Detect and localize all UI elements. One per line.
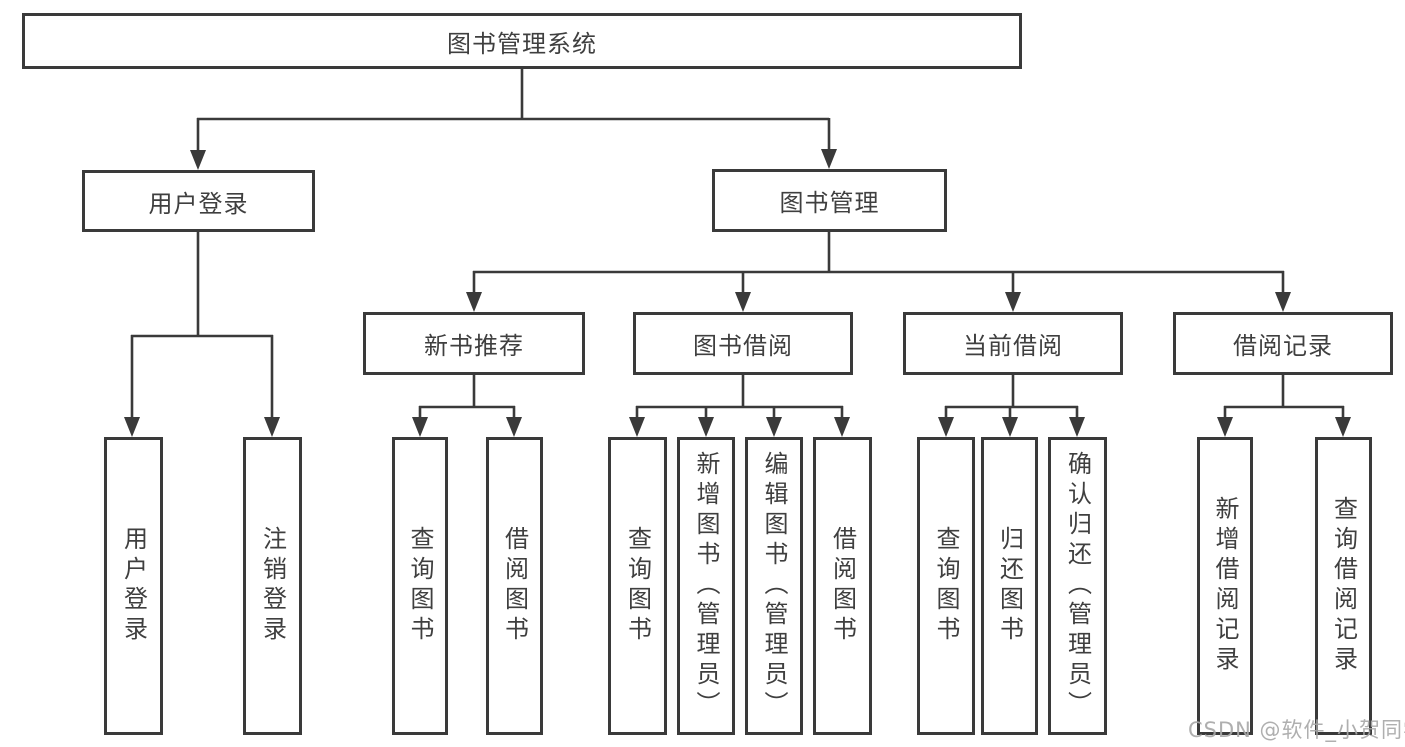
node-label: 借阅图书 — [500, 526, 529, 646]
node-label: 确认归还（管理员） — [1063, 451, 1092, 721]
node-leaf-query-book-2: 查询图书 — [608, 437, 667, 735]
node-book-borrow: 图书借阅 — [633, 312, 853, 375]
node-label: 借阅记录 — [1233, 332, 1333, 360]
arrowheads — [124, 149, 1351, 437]
node-leaf-borrow-book-1: 借阅图书 — [486, 437, 543, 735]
node-leaf-return-book: 归还图书 — [981, 437, 1038, 735]
node-label: 编辑图书（管理员） — [760, 451, 788, 721]
node-label: 图书借阅 — [693, 332, 793, 360]
node-label: 查询图书 — [406, 526, 434, 646]
node-leaf-query-book-1: 查询图书 — [392, 437, 448, 735]
node-leaf-add-book-admin: 新增图书（管理员） — [677, 437, 735, 735]
node-root-label: 图书管理系统 — [447, 29, 597, 58]
node-user-login-branch: 用户登录 — [82, 170, 315, 232]
node-label: 查询图书 — [932, 526, 960, 646]
node-label: 新增借阅记录 — [1211, 496, 1239, 676]
node-borrow-record: 借阅记录 — [1173, 312, 1393, 375]
node-leaf-add-borrow-record: 新增借阅记录 — [1197, 437, 1253, 735]
node-leaf-confirm-return-admin: 确认归还（管理员） — [1048, 437, 1107, 735]
node-label: 新书推荐 — [424, 332, 524, 360]
node-label: 当前借阅 — [963, 332, 1063, 360]
node-leaf-query-borrow-record: 查询借阅记录 — [1315, 437, 1372, 735]
node-leaf-user-login: 用户登录 — [104, 437, 163, 735]
node-label: 查询图书 — [623, 526, 652, 646]
node-current-borrow: 当前借阅 — [903, 312, 1123, 375]
node-root: 图书管理系统 — [22, 13, 1022, 69]
node-leaf-query-book-3: 查询图书 — [917, 437, 975, 735]
node-leaf-borrow-book-2: 借阅图书 — [813, 437, 872, 735]
node-label: 用户登录 — [148, 189, 249, 218]
node-label: 图书管理 — [779, 189, 880, 217]
node-book-management-branch: 图书管理 — [712, 169, 947, 232]
node-label: 用户登录 — [119, 526, 148, 646]
node-label: 注销登录 — [258, 526, 287, 646]
node-leaf-logout: 注销登录 — [243, 437, 302, 735]
node-label: 归还图书 — [995, 526, 1024, 646]
node-label: 新增图书（管理员） — [692, 451, 720, 721]
node-new-book-recommend: 新书推荐 — [363, 312, 585, 375]
node-label: 借阅图书 — [828, 526, 857, 646]
node-label: 查询借阅记录 — [1329, 496, 1358, 676]
watermark: CSDN @软件_小贺同学 — [1188, 718, 1405, 742]
node-leaf-edit-book-admin: 编辑图书（管理员） — [745, 437, 803, 735]
